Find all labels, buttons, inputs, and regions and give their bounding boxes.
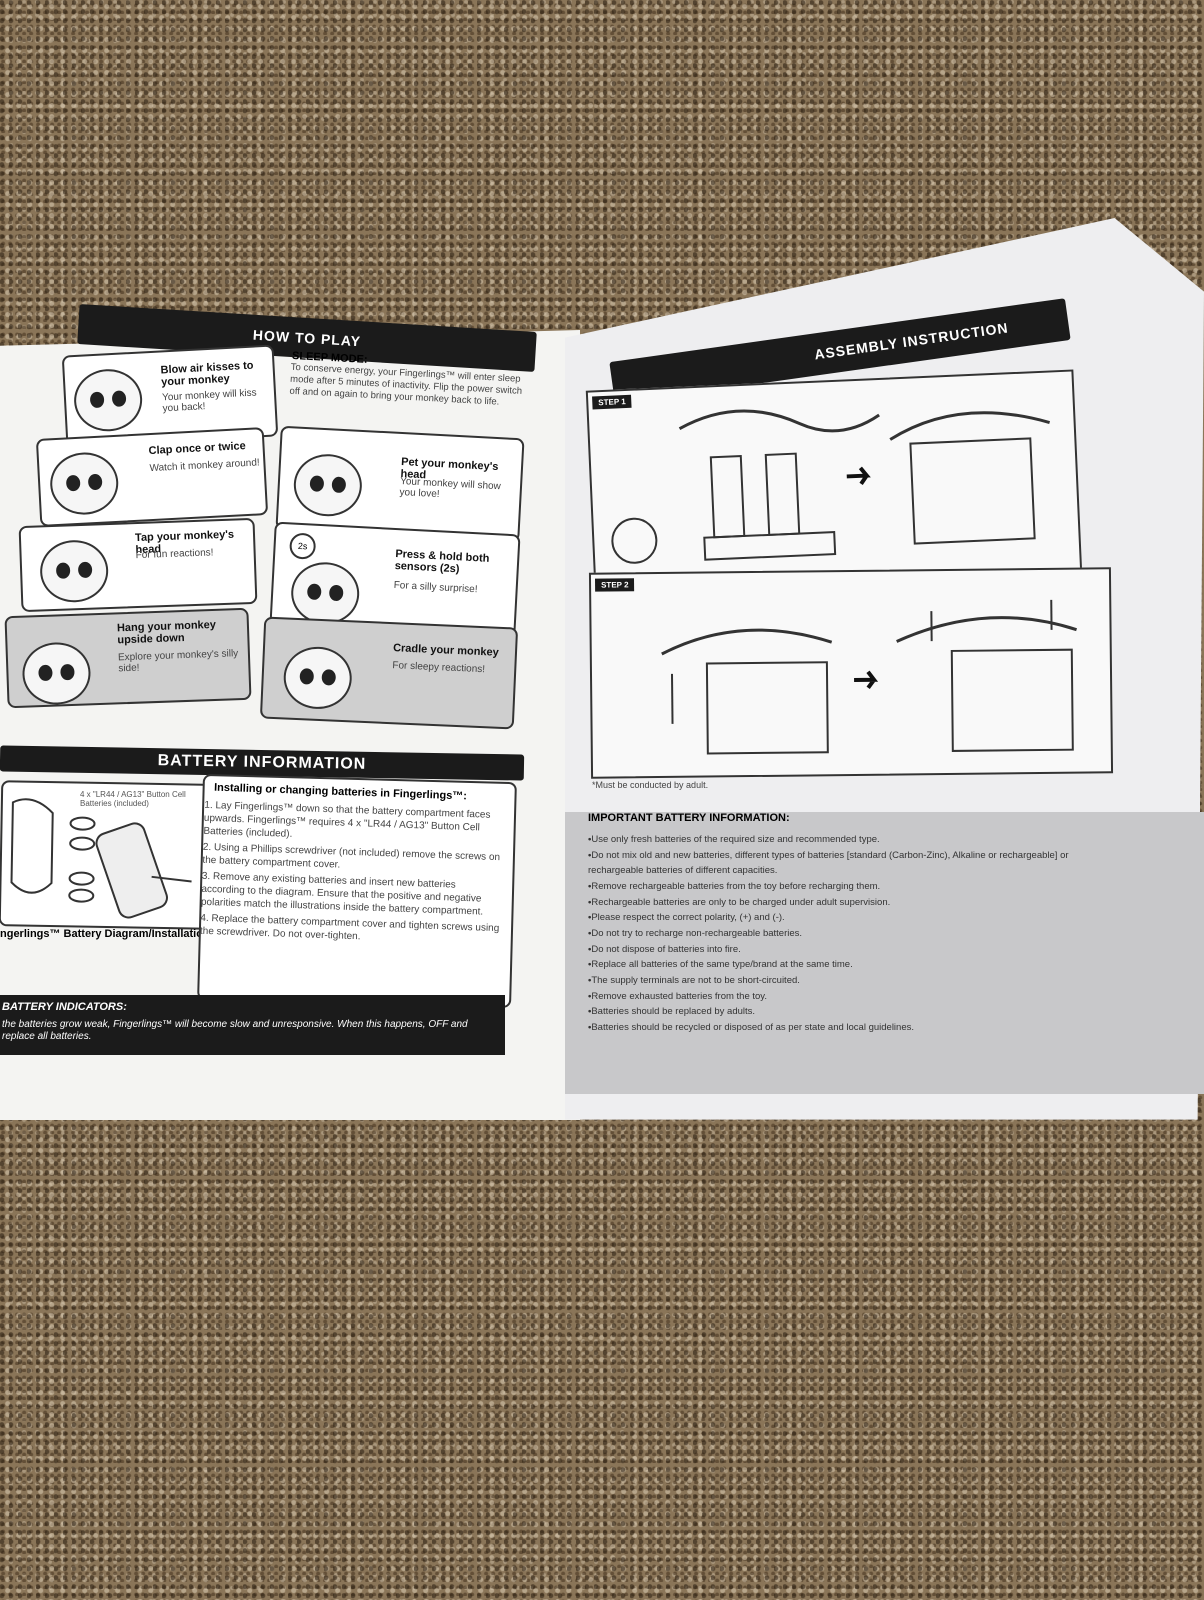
list-item: Replace all batteries of the same type/b… <box>588 957 1123 973</box>
monkey-illustration <box>289 560 361 627</box>
list-item: Do not dispose of batteries into fire. <box>588 942 1123 958</box>
install-step: 3. Remove any existing batteries and ins… <box>200 870 484 918</box>
assembly-step-1: STEP 1 <box>585 369 1083 595</box>
important-battery-list: Use only fresh batteries of the required… <box>588 832 1123 1036</box>
monkey-illustration <box>39 539 110 604</box>
play-card-title: Hang your monkey upside down <box>116 618 217 647</box>
timer-icon: 2s <box>288 532 317 560</box>
battery-indicators-body: the batteries grow weak, Fingerlings™ wi… <box>2 1019 468 1042</box>
play-card-body: For sleepy reactions! <box>392 660 486 676</box>
battery-diagram-illustration <box>10 798 192 919</box>
monkey-illustration <box>282 645 354 711</box>
monkey-illustration <box>48 450 120 517</box>
monkey-illustration <box>72 367 144 433</box>
play-card-body: Your monkey will show you love! <box>399 476 502 501</box>
play-card-title: Blow air kisses to your monkey <box>160 359 254 389</box>
play-card-title: Clap once or twice <box>148 440 247 458</box>
list-item: Please respect the correct polarity, (+)… <box>588 910 1123 926</box>
step-1-illustration <box>611 409 1051 564</box>
play-card-hang: Hang your monkey upside down Explore you… <box>4 607 252 709</box>
play-card-title: Cradle your monkey <box>392 642 500 659</box>
list-item: The supply terminals are not to be short… <box>588 973 1123 989</box>
list-item: Remove exhausted batteries from the toy. <box>588 989 1123 1005</box>
list-item: Use only fresh batteries of the required… <box>588 832 1123 848</box>
assembly-step-2: STEP 2 <box>588 567 1114 779</box>
play-card-title: Press & hold both sensors (2s) <box>394 547 490 576</box>
play-card-body: Watch it monkey around! <box>149 457 260 475</box>
play-card-cradle: Cradle your monkey For sleepy reactions! <box>259 616 519 730</box>
list-item: Do not try to recharge non-rechargeable … <box>588 926 1123 942</box>
adult-note: *Must be conducted by adult. <box>592 780 709 790</box>
battery-type-label: 4 x "LR44 / AG13" Button Cell Batteries … <box>80 790 186 808</box>
important-battery-title: IMPORTANT BATTERY INFORMATION: <box>588 812 790 824</box>
monkey-illustration <box>21 641 92 706</box>
list-item: Rechargeable batteries are only to be ch… <box>588 895 1123 911</box>
list-item: Remove rechargeable batteries from the t… <box>588 879 1123 895</box>
battery-diagram-caption: ngerlings™ Battery Diagram/Installation <box>0 928 210 940</box>
battery-indicators: BATTERY INDICATORS: the batteries grow w… <box>0 995 505 1055</box>
list-item: Do not mix old and new batteries, differ… <box>588 848 1123 879</box>
battery-diagram <box>0 780 212 930</box>
list-item: Batteries should be replaced by adults. <box>588 1004 1123 1020</box>
play-card-clap: Clap once or twice Watch it monkey aroun… <box>35 427 269 527</box>
play-card-body: Your monkey will kiss you back! <box>161 387 257 415</box>
list-item: Batteries should be recycled or disposed… <box>588 1020 1123 1036</box>
monkey-illustration <box>292 452 364 518</box>
installing-batteries-steps: 1. Lay Fingerlings™ down so that the bat… <box>200 799 505 951</box>
battery-indicators-title: BATTERY INDICATORS: <box>2 1001 127 1013</box>
play-card-tap: Tap your monkey's head For fun reactions… <box>18 517 258 613</box>
play-card-body: For a silly surprise! <box>393 579 478 596</box>
play-card-body: Explore your monkey's silly side! <box>117 648 239 675</box>
step-2-illustration <box>661 599 1078 755</box>
